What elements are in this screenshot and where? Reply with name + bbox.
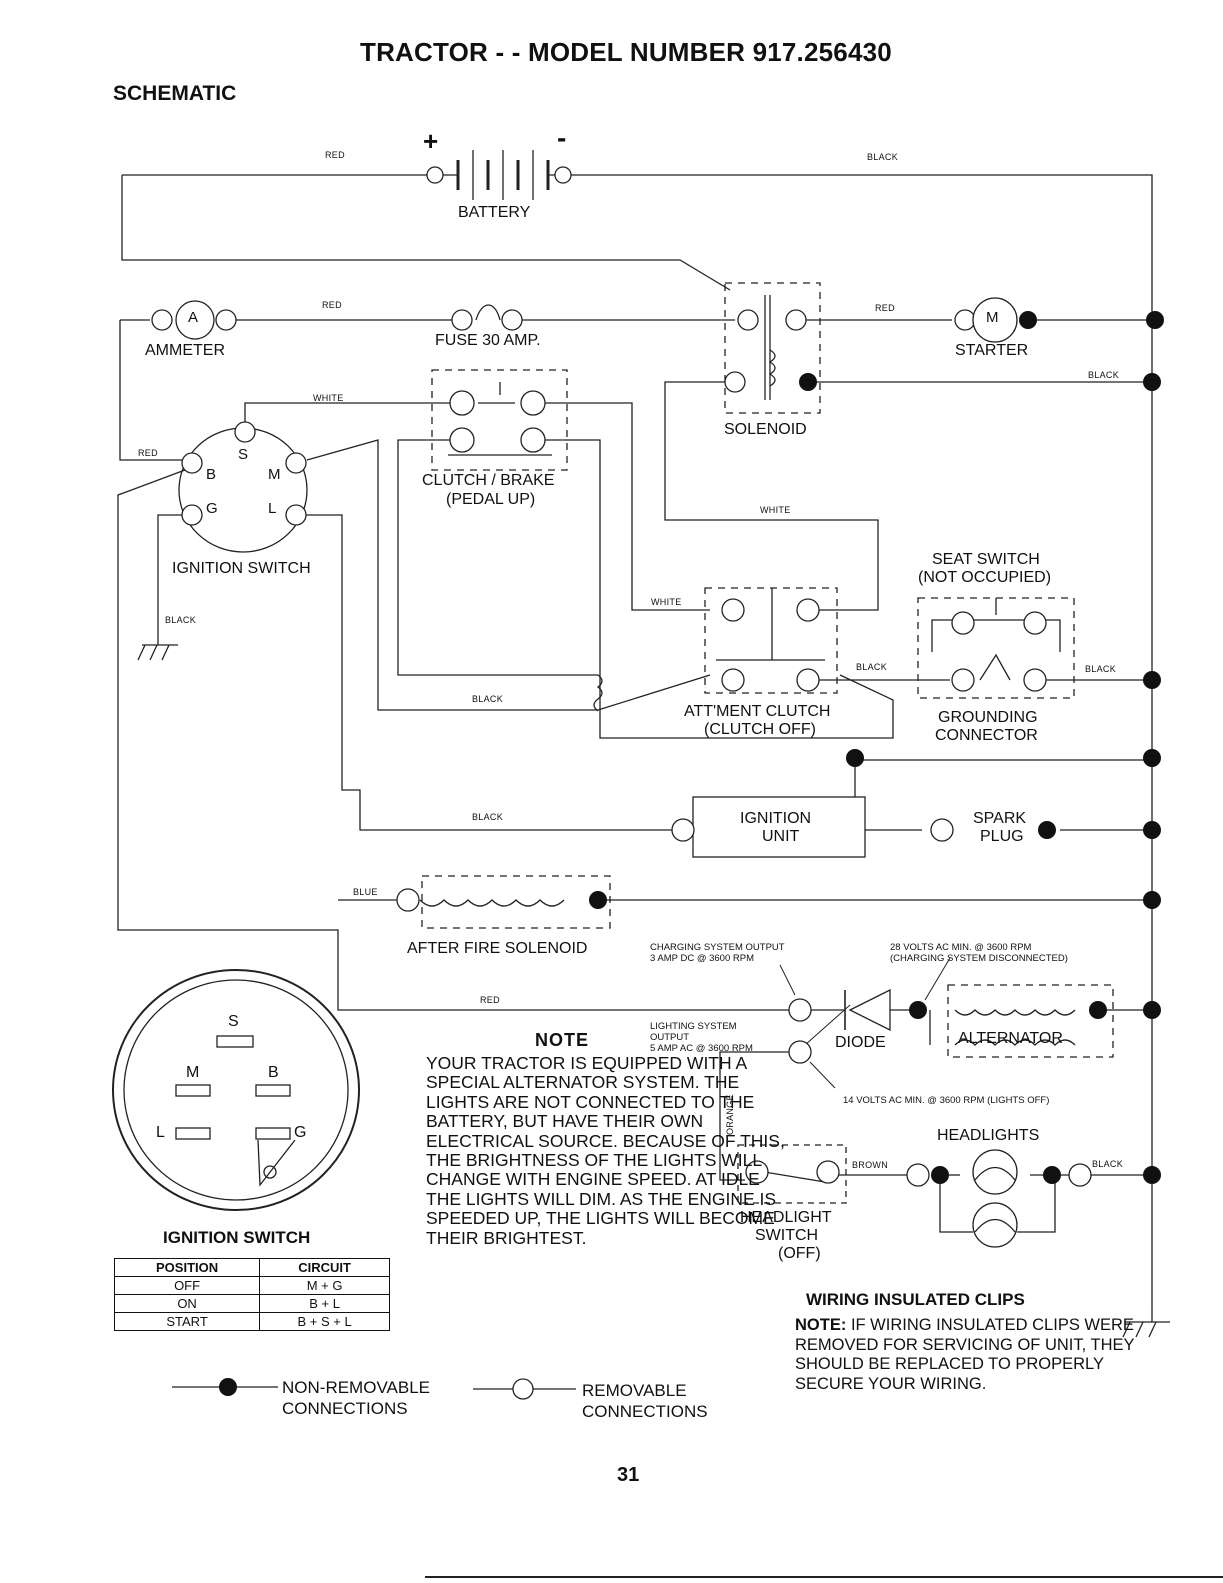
table-header-position: POSITION	[113, 1258, 261, 1277]
volts28-sublabel: (CHARGING SYSTEM DISCONNECTED)	[890, 953, 1068, 964]
headlight-switch-state: (OFF)	[778, 1245, 821, 1262]
fuse-label: FUSE 30 AMP.	[435, 332, 541, 349]
switch-terminal-s: S	[238, 446, 249, 463]
legend-non-removable-sub: CONNECTIONS	[282, 1399, 408, 1418]
table-cell: B + L	[259, 1294, 390, 1313]
lighting-output-sublabel: OUTPUT	[650, 1032, 690, 1043]
starter-symbol: M	[986, 309, 999, 326]
table-cell: B + S + L	[259, 1312, 390, 1331]
lighting-output-value: 5 AMP AC @ 3600 RPM	[650, 1043, 753, 1054]
legend-removable: REMOVABLE	[582, 1381, 687, 1400]
ignition-position-table: POSITION CIRCUIT OFF M + G ON B + L STAR…	[113, 1258, 390, 1331]
ignition-table-title: IGNITION SWITCH	[163, 1228, 311, 1247]
battery-plus-sign: +	[423, 126, 439, 156]
note-heading: NOTE	[535, 1030, 590, 1050]
seat-switch-sublabel: (NOT OCCUPIED)	[918, 569, 1052, 586]
ignition-unit-label: IGNITION	[740, 810, 812, 827]
ammeter-label: AMMETER	[145, 342, 225, 359]
wire-label-brown: BROWN	[852, 1160, 888, 1170]
spark-plug-sublabel: PLUG	[980, 828, 1024, 845]
wire-label-red-starter: RED	[875, 303, 895, 313]
headlights-label: HEADLIGHTS	[937, 1127, 1040, 1144]
table-header-circuit: CIRCUIT	[259, 1258, 390, 1277]
clips-note-label: NOTE:	[795, 1316, 847, 1334]
wire-label-red-ammeter: RED	[322, 300, 342, 310]
switch-terminal-m: M	[268, 466, 281, 483]
wire-label-red-switch: RED	[138, 448, 158, 458]
volts28-label: 28 VOLTS AC MIN. @ 3600 RPM	[890, 942, 1032, 953]
legend-removable-sub: CONNECTIONS	[582, 1402, 708, 1421]
section-title: SCHEMATIC	[113, 82, 237, 105]
switch-terminal-b: B	[206, 466, 217, 483]
charging-output-label: CHARGING SYSTEM OUTPUT	[650, 942, 785, 953]
charging-output-value: 3 AMP DC @ 3600 RPM	[650, 953, 754, 964]
clips-note: NOTE: IF WIRING INSULATED CLIPS WERE REM…	[795, 1316, 1175, 1394]
clips-note-body: IF WIRING INSULATED CLIPS WERE REMOVED F…	[795, 1316, 1135, 1393]
face-label-s: S	[228, 1013, 239, 1030]
wire-label-black-ground: BLACK	[165, 615, 197, 625]
wire-label-black-right: BLACK	[1085, 664, 1117, 674]
face-label-m: M	[186, 1064, 200, 1081]
page-title: TRACTOR - - MODEL NUMBER 917.256430	[360, 37, 892, 67]
wire-label-black-headlights: BLACK	[1092, 1159, 1124, 1169]
face-label-b: B	[268, 1064, 279, 1081]
page-number: 31	[617, 1464, 640, 1486]
volts14-label: 14 VOLTS AC MIN. @ 3600 RPM (LIGHTS OFF)	[843, 1095, 1050, 1106]
wire-label-white-solenoid: WHITE	[760, 505, 791, 515]
after-fire-solenoid-label: AFTER FIRE SOLENOID	[407, 940, 588, 957]
lighting-output-label: LIGHTING SYSTEM	[650, 1021, 737, 1032]
attment-clutch-label: ATT'MENT CLUTCH	[684, 703, 831, 720]
legend-non-removable: NON-REMOVABLE	[282, 1378, 430, 1397]
table-row: ON B + L	[113, 1294, 390, 1313]
wire-label-black-ignition: BLACK	[472, 812, 504, 822]
table-cell: M + G	[259, 1276, 390, 1295]
starter-label: STARTER	[955, 342, 1029, 359]
switch-terminal-l: L	[268, 500, 277, 517]
battery-minus-sign: -	[557, 122, 567, 153]
clips-heading: WIRING INSULATED CLIPS	[806, 1290, 1025, 1309]
grounding-connector-sublabel: CONNECTOR	[935, 727, 1038, 744]
diode-label: DIODE	[835, 1034, 886, 1051]
grounding-connector-label: GROUNDING	[938, 709, 1038, 726]
headlight-switch-sublabel: SWITCH	[755, 1227, 819, 1244]
wire-label-black-clutch: BLACK	[472, 694, 504, 704]
wire-label-black-starter: BLACK	[1088, 370, 1120, 380]
table-row: OFF M + G	[113, 1276, 390, 1295]
attment-clutch-sublabel: (CLUTCH OFF)	[704, 721, 816, 738]
wire-label-black-battery: BLACK	[867, 152, 899, 162]
clutch-brake-sublabel: (PEDAL UP)	[446, 491, 536, 508]
wire-label-blue: BLUE	[353, 887, 378, 897]
wire-label-red-battery: RED	[325, 150, 345, 160]
switch-terminal-g: G	[206, 500, 218, 517]
wire-label-white-switch: WHITE	[313, 393, 344, 403]
headlight-switch-label: HEADLIGHT	[740, 1209, 832, 1226]
wire-label-white-attment: WHITE	[651, 597, 682, 607]
note-body: YOUR TRACTOR IS EQUIPPED WITH A SPECIAL …	[426, 1053, 785, 1248]
ammeter-symbol: A	[188, 309, 199, 326]
wire-label-red-alternator: RED	[480, 995, 500, 1005]
alternator-label: ALTERNATOR	[958, 1030, 1063, 1047]
table-cell: ON	[113, 1294, 261, 1313]
ignition-switch-label: IGNITION SWITCH	[172, 560, 311, 577]
table-row: START B + S + L	[113, 1312, 390, 1331]
face-label-g: G	[294, 1124, 307, 1141]
solenoid-label: SOLENOID	[724, 421, 807, 438]
battery-label: BATTERY	[458, 204, 531, 221]
seat-switch-label: SEAT SWITCH	[932, 551, 1040, 568]
face-label-l: L	[156, 1124, 165, 1141]
ignition-unit-sublabel: UNIT	[762, 828, 800, 845]
wire-label-black-seat: BLACK	[856, 662, 888, 672]
spark-plug-label: SPARK	[973, 810, 1027, 827]
table-cell: OFF	[113, 1276, 261, 1295]
clutch-brake-label: CLUTCH / BRAKE	[422, 472, 555, 489]
table-cell: START	[113, 1312, 261, 1331]
